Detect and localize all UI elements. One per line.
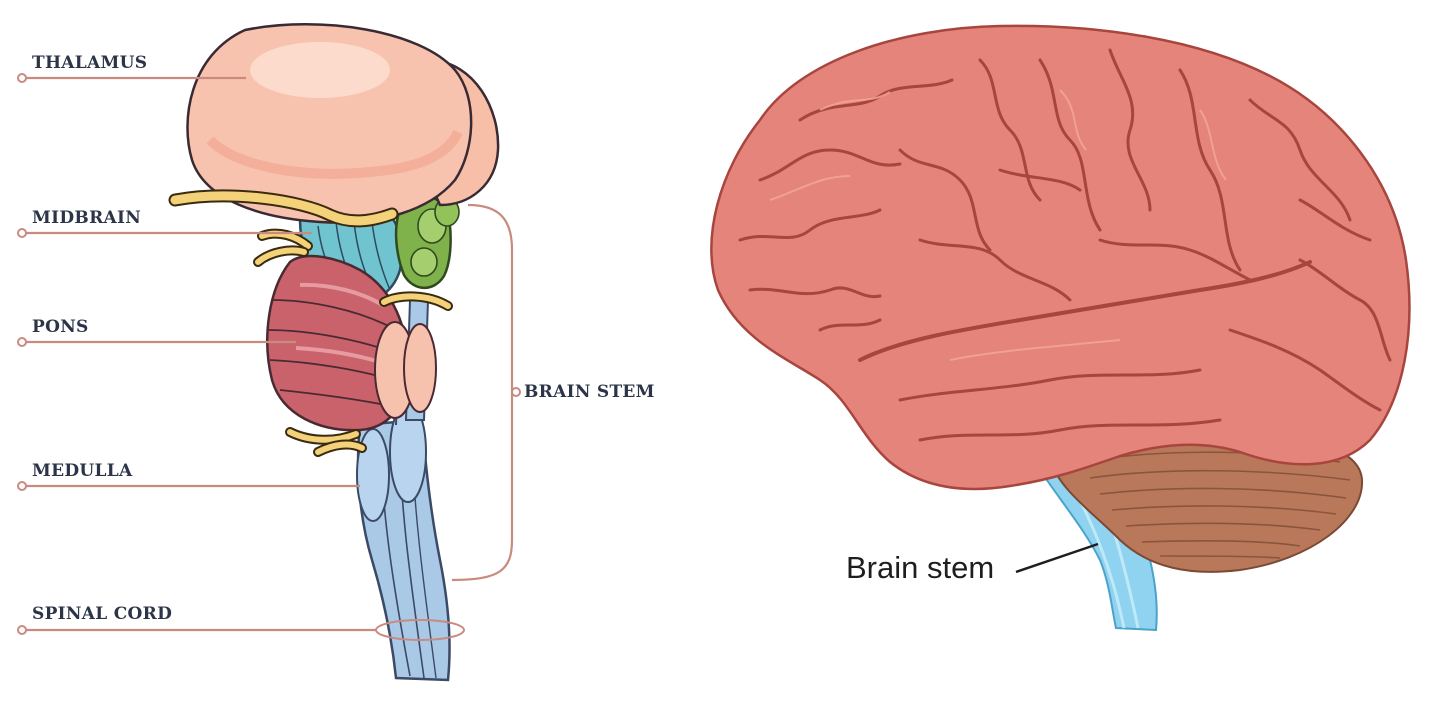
- thalamus-label: THALAMUS: [32, 53, 147, 73]
- pons-label: PONS: [32, 317, 89, 337]
- whole-brain-diagram: [711, 26, 1409, 630]
- brain-stem-pointer-line: [1016, 544, 1098, 572]
- cerebrum-shape: [711, 26, 1409, 489]
- brainstem-diagram: [18, 24, 520, 680]
- brain-stem-label: BRAIN STEM: [524, 382, 655, 402]
- spinal-cord-label: SPINAL CORD: [32, 604, 172, 624]
- medulla-label: MEDULLA: [32, 461, 133, 481]
- brain-stem-label-right: Brain stem: [846, 550, 994, 586]
- midbrain-label: MIDBRAIN: [32, 208, 141, 228]
